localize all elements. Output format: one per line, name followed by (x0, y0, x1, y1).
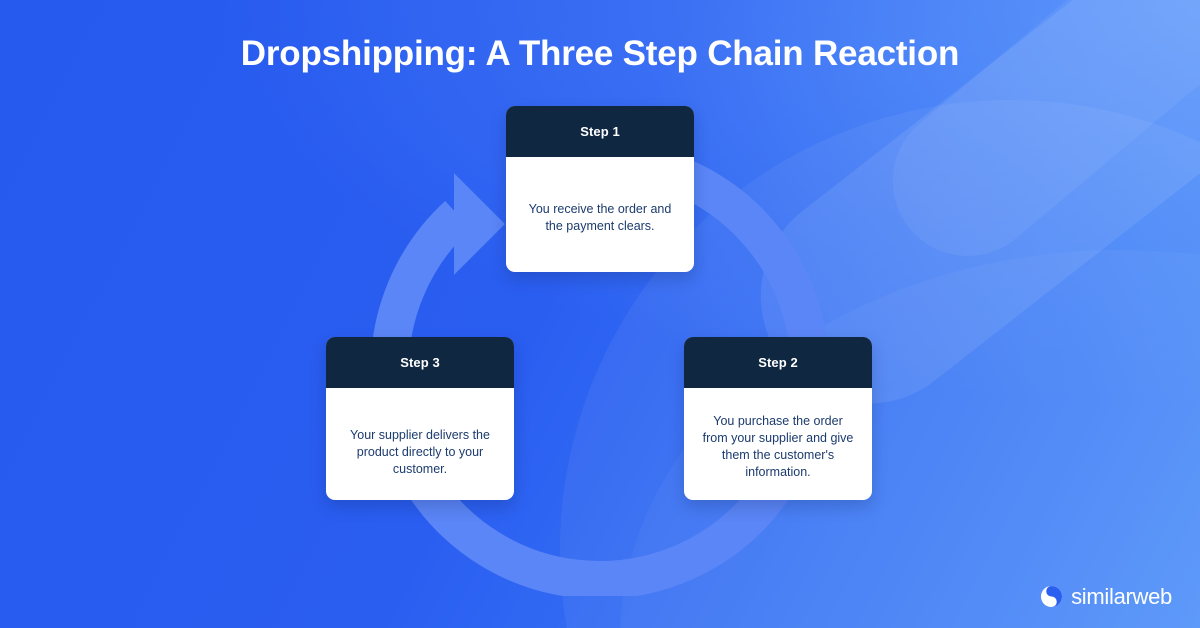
step-card-2: Step 2 You purchase the order from your … (684, 337, 872, 500)
step-card-2-label: Step 2 (758, 355, 798, 370)
step-card-1: Step 1 You receive the order and the pay… (506, 106, 694, 272)
similarweb-logo: similarweb (1040, 585, 1172, 608)
step-card-3-label: Step 3 (400, 355, 440, 370)
step-card-1-text: You receive the order and the payment cl… (528, 202, 672, 233)
step-card-2-text: You purchase the order from your supplie… (702, 414, 854, 479)
step-card-3: Step 3 Your supplier delivers the produc… (326, 337, 514, 500)
step-card-3-text: Your supplier delivers the product direc… (350, 428, 490, 476)
step-card-3-header: Step 3 (326, 337, 514, 388)
step-card-3-body: Your supplier delivers the product direc… (326, 388, 514, 500)
step-card-1-body: You receive the order and the payment cl… (506, 157, 694, 272)
step-card-1-label: Step 1 (580, 124, 620, 139)
step-card-2-header: Step 2 (684, 337, 872, 388)
similarweb-logo-text: similarweb (1071, 584, 1172, 609)
step-card-1-header: Step 1 (506, 106, 694, 157)
step-card-2-body: You purchase the order from your supplie… (684, 388, 872, 500)
page-title: Dropshipping: A Three Step Chain Reactio… (240, 34, 960, 73)
similarweb-mark-icon (1041, 585, 1063, 608)
